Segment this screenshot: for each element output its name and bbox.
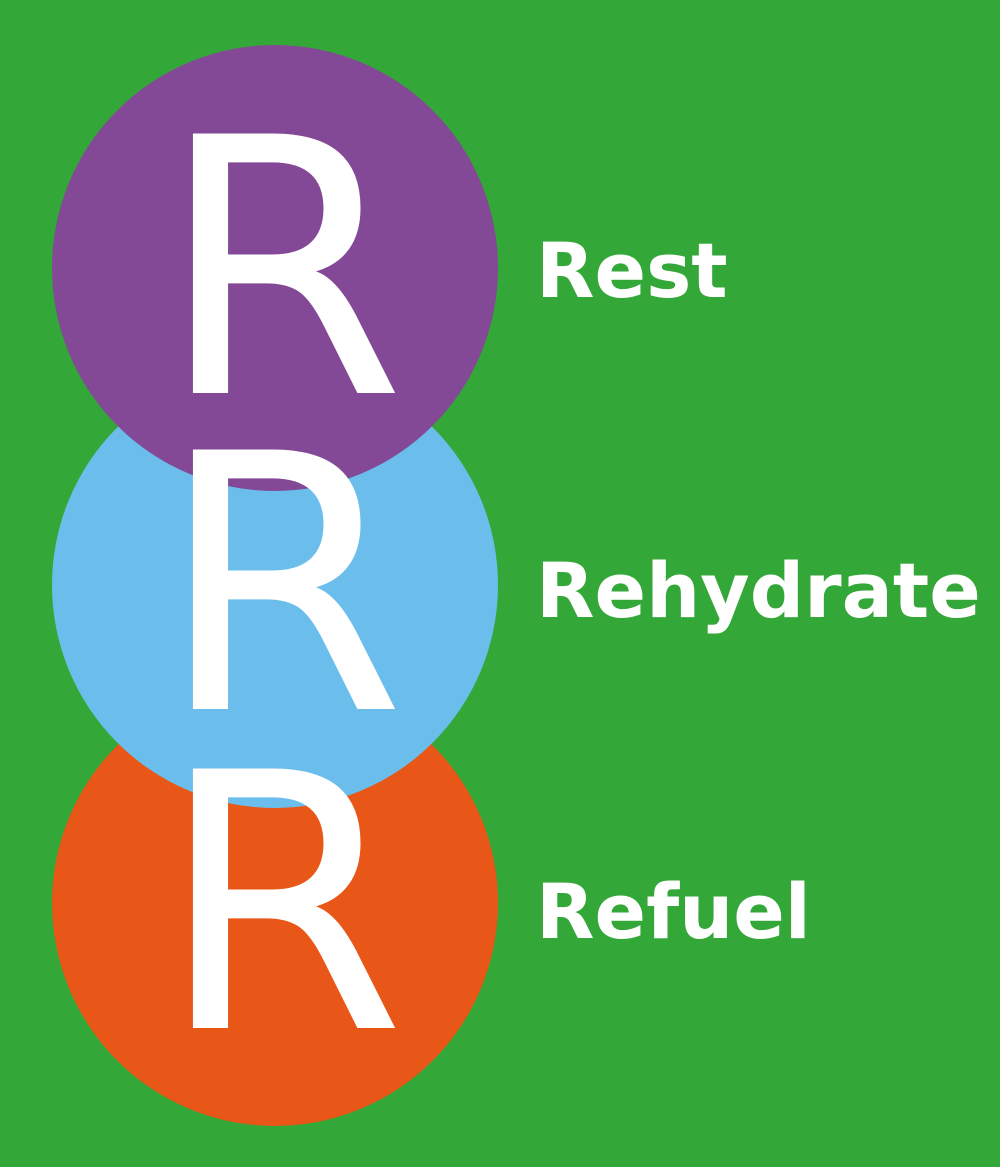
step-circle-rest bbox=[52, 45, 498, 491]
step-label-rest: Rest bbox=[536, 226, 728, 315]
step-letter-rehydrate: R bbox=[158, 379, 406, 793]
step-letter-rest: R bbox=[158, 63, 406, 477]
step-label-refuel: Refuel bbox=[536, 867, 811, 956]
step-letter-refuel: R bbox=[158, 698, 406, 1112]
step-label-rehydrate: Rehydrate bbox=[536, 546, 981, 635]
